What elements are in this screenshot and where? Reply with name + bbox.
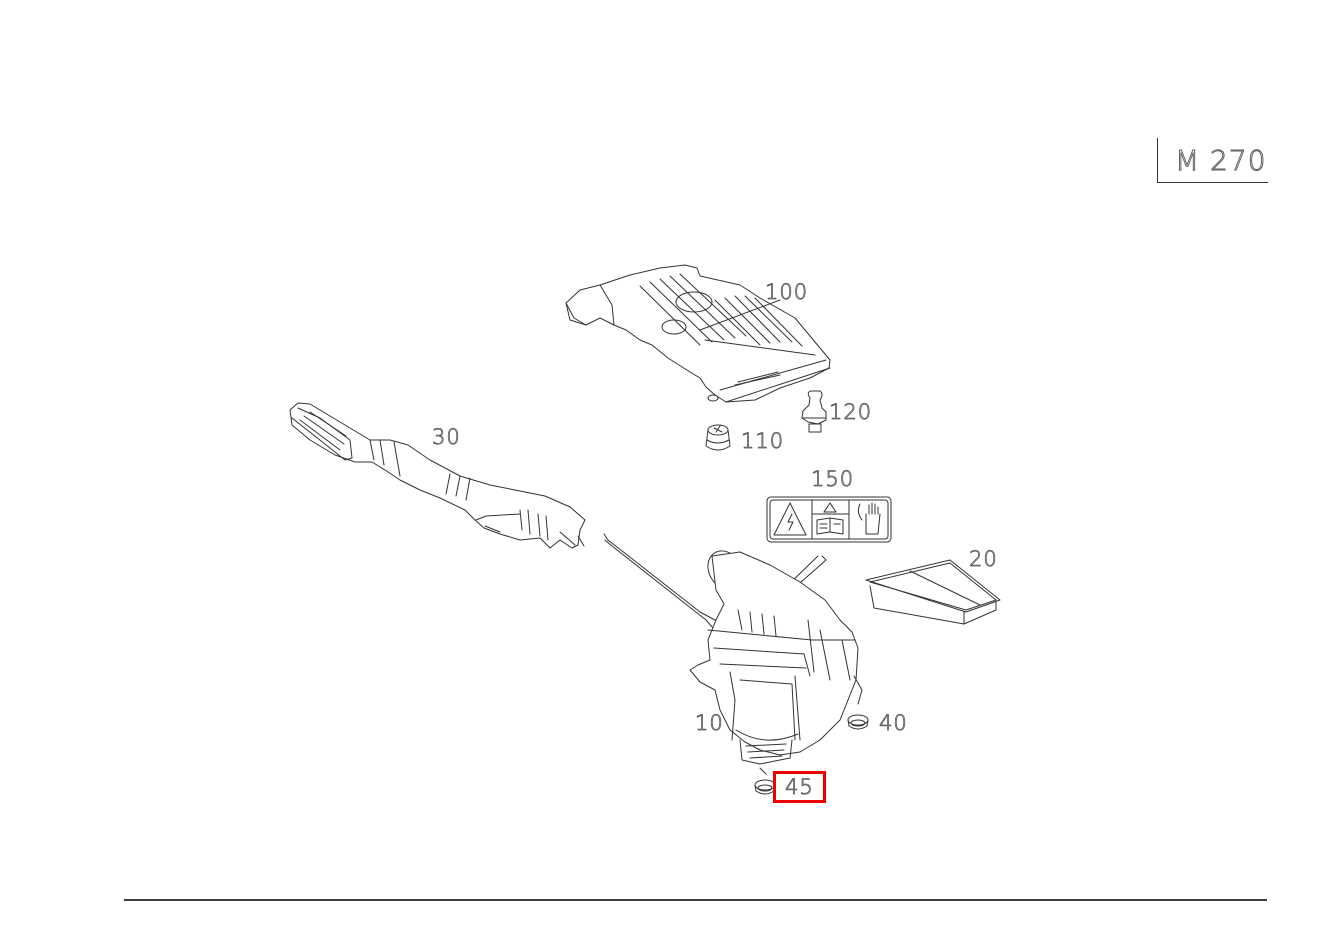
intake-air-duct-drawing[interactable] [290,403,585,548]
highlight-box-45[interactable] [773,771,826,803]
rubber-mount-drawing[interactable] [706,425,730,450]
callout-40[interactable]: 40 [879,711,908,735]
air-filter-element-drawing[interactable] [866,560,1000,624]
callout-100[interactable]: 100 [765,280,809,304]
callout-30[interactable]: 30 [432,425,461,449]
air-filter-housing-drawing[interactable] [690,545,862,774]
engine-cover-drawing[interactable] [566,265,830,402]
footer-divider [124,899,1267,901]
callout-20[interactable]: 20 [969,547,998,571]
callout-120[interactable]: 120 [829,400,873,424]
callout-10[interactable]: 10 [695,711,724,735]
callout-110[interactable]: 110 [741,429,785,453]
warning-label-drawing[interactable] [767,497,891,542]
callout-150[interactable]: 150 [811,467,855,491]
model-code: M 270 [1175,144,1267,178]
ball-stud-drawing[interactable] [802,391,826,432]
grommet-40-drawing[interactable] [848,715,868,729]
model-code-box: M 270 [1157,138,1268,183]
callout-45[interactable]: 45 [785,775,814,799]
grommet-45-drawing[interactable] [755,780,775,794]
